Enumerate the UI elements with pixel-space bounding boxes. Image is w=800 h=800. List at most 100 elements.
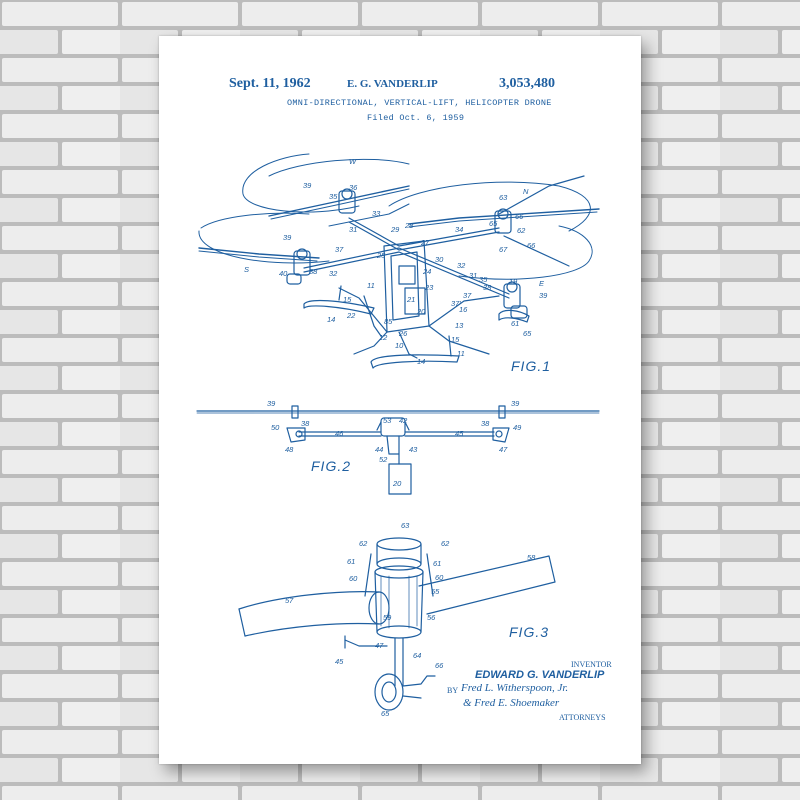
svg-text:66: 66 bbox=[435, 661, 444, 670]
svg-text:65: 65 bbox=[381, 709, 390, 718]
svg-text:64: 64 bbox=[413, 651, 421, 660]
svg-text:61: 61 bbox=[511, 319, 519, 328]
svg-text:25: 25 bbox=[376, 251, 386, 260]
svg-text:S: S bbox=[244, 265, 249, 274]
svg-text:55: 55 bbox=[431, 587, 440, 596]
svg-text:60: 60 bbox=[349, 574, 358, 583]
svg-text:63: 63 bbox=[499, 193, 508, 202]
fig1-reference-numerals: 39 35 36 33 31 29 28 27 34 63 66 65 62 67 66 39 38 3… bbox=[244, 157, 548, 366]
svg-text:38: 38 bbox=[309, 267, 318, 276]
svg-text:42: 42 bbox=[399, 416, 408, 425]
svg-text:37: 37 bbox=[463, 291, 472, 300]
svg-text:38: 38 bbox=[301, 419, 310, 428]
svg-text:62: 62 bbox=[359, 539, 368, 548]
svg-text:23: 23 bbox=[424, 283, 434, 292]
svg-text:65: 65 bbox=[523, 329, 532, 338]
svg-text:19: 19 bbox=[509, 277, 518, 286]
svg-text:26: 26 bbox=[398, 329, 408, 338]
svg-text:57: 57 bbox=[285, 596, 294, 605]
patent-inventor-short: E. G. VANDERLIP bbox=[347, 78, 438, 90]
svg-text:53: 53 bbox=[383, 416, 392, 425]
fig2-drawing bbox=[196, 405, 600, 495]
fig1-drawing bbox=[198, 153, 600, 369]
svg-text:35: 35 bbox=[329, 192, 338, 201]
svg-text:33: 33 bbox=[372, 209, 381, 218]
svg-text:W: W bbox=[349, 157, 357, 166]
svg-text:43: 43 bbox=[409, 445, 418, 454]
svg-text:60: 60 bbox=[435, 573, 444, 582]
svg-text:50: 50 bbox=[271, 423, 280, 432]
svg-text:59: 59 bbox=[383, 613, 392, 622]
svg-text:32: 32 bbox=[457, 261, 466, 270]
svg-text:24: 24 bbox=[422, 267, 431, 276]
svg-text:12: 12 bbox=[379, 333, 388, 342]
svg-text:45: 45 bbox=[455, 429, 464, 438]
svg-text:37: 37 bbox=[335, 245, 344, 254]
svg-text:39: 39 bbox=[539, 291, 548, 300]
svg-text:38: 38 bbox=[481, 419, 490, 428]
svg-text:30: 30 bbox=[435, 255, 444, 264]
svg-text:15: 15 bbox=[451, 335, 460, 344]
svg-text:15: 15 bbox=[343, 295, 352, 304]
svg-text:62: 62 bbox=[517, 226, 526, 235]
svg-text:31: 31 bbox=[469, 271, 477, 280]
patent-date: Sept. 11, 1962 bbox=[229, 76, 311, 91]
svg-text:65: 65 bbox=[489, 219, 498, 228]
svg-text:39: 39 bbox=[267, 399, 276, 408]
svg-text:66: 66 bbox=[527, 241, 536, 250]
svg-text:27: 27 bbox=[420, 238, 430, 247]
patent-poster: Sept. 11, 1962 E. G. VANDERLIP 3,053,480… bbox=[159, 36, 641, 764]
attorney-signature-1: Fred L. Witherspoon, Jr. bbox=[461, 682, 569, 694]
svg-text:37': 37' bbox=[451, 299, 461, 308]
fig3-label: FIG.3 bbox=[509, 624, 550, 640]
svg-text:14: 14 bbox=[327, 315, 335, 324]
attorneys-caption: ATTORNEYS bbox=[559, 713, 606, 722]
svg-text:47: 47 bbox=[499, 445, 508, 454]
svg-text:44: 44 bbox=[375, 445, 383, 454]
svg-text:E: E bbox=[539, 279, 545, 288]
svg-text:39: 39 bbox=[303, 181, 312, 190]
svg-text:56: 56 bbox=[427, 613, 436, 622]
svg-text:13: 13 bbox=[455, 321, 464, 330]
svg-text:11: 11 bbox=[367, 281, 375, 290]
svg-text:11: 11 bbox=[457, 349, 465, 358]
svg-text:39: 39 bbox=[283, 233, 292, 242]
svg-text:35: 35 bbox=[479, 275, 488, 284]
by-label: BY bbox=[447, 686, 459, 695]
svg-text:67: 67 bbox=[499, 245, 508, 254]
svg-text:63: 63 bbox=[401, 521, 410, 530]
svg-text:29: 29 bbox=[390, 225, 400, 234]
svg-text:58: 58 bbox=[527, 553, 536, 562]
svg-text:39: 39 bbox=[511, 399, 520, 408]
patent-number: 3,053,480 bbox=[499, 76, 555, 91]
svg-text:20: 20 bbox=[392, 479, 402, 488]
patent-drawings: 39 35 36 33 31 29 28 27 34 63 66 65 62 67 66 39 38 3… bbox=[196, 153, 600, 718]
attorney-signature-2: & Fred E. Shoemaker bbox=[463, 697, 560, 709]
inventor-caption: INVENTOR bbox=[571, 660, 612, 669]
svg-text:21: 21 bbox=[406, 295, 415, 304]
svg-text:31: 31 bbox=[349, 225, 357, 234]
fig2-label: FIG.2 bbox=[311, 458, 352, 474]
svg-text:45: 45 bbox=[335, 657, 344, 666]
svg-text:28: 28 bbox=[404, 221, 414, 230]
svg-text:16: 16 bbox=[459, 305, 468, 314]
svg-text:20: 20 bbox=[416, 307, 426, 316]
patent-filed-date: Filed Oct. 6, 1959 bbox=[367, 113, 465, 123]
svg-text:34: 34 bbox=[455, 225, 463, 234]
fig1-label: FIG.1 bbox=[511, 358, 552, 374]
svg-text:46: 46 bbox=[335, 429, 344, 438]
svg-text:36: 36 bbox=[349, 183, 358, 192]
svg-text:49: 49 bbox=[513, 423, 522, 432]
svg-text:61: 61 bbox=[433, 559, 441, 568]
inventor-name: EDWARD G. VANDERLIP bbox=[475, 669, 605, 681]
svg-text:32: 32 bbox=[329, 269, 338, 278]
svg-text:48: 48 bbox=[285, 445, 294, 454]
svg-text:N: N bbox=[523, 187, 529, 196]
svg-text:14: 14 bbox=[417, 357, 425, 366]
svg-text:61: 61 bbox=[347, 557, 355, 566]
svg-text:66: 66 bbox=[515, 212, 524, 221]
svg-text:22: 22 bbox=[346, 311, 356, 320]
svg-text:40: 40 bbox=[279, 269, 288, 278]
